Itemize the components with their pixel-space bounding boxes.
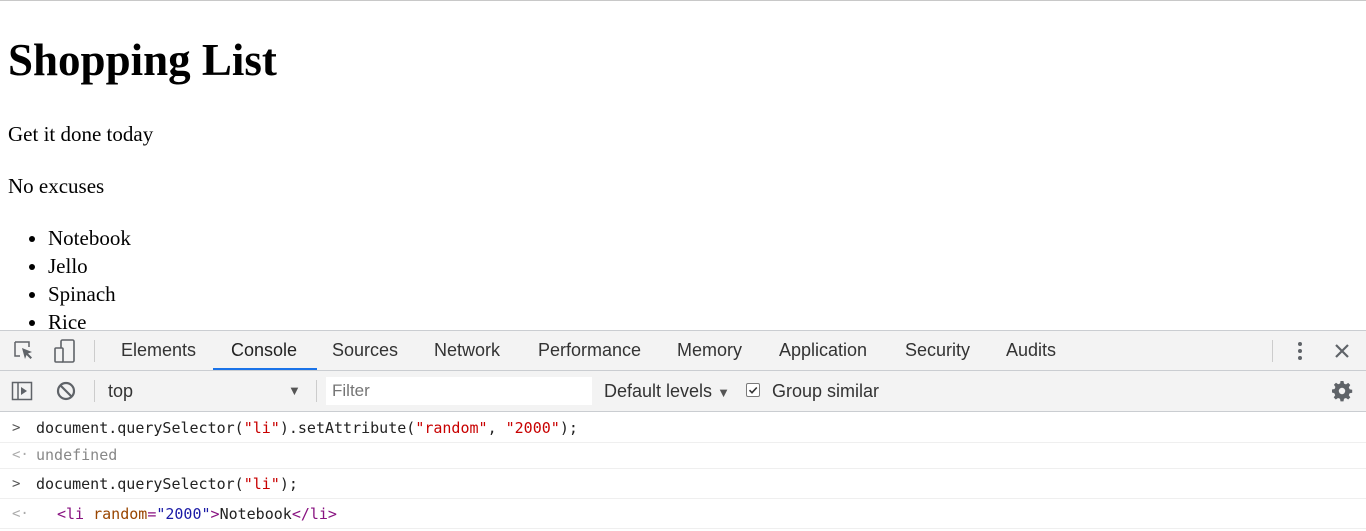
tab-audits[interactable]: Audits (1006, 340, 1057, 360)
tab-sources[interactable]: Sources (332, 340, 399, 360)
console-result: undefined (36, 446, 118, 464)
top-border (0, 0, 1366, 1)
inspect-element-icon[interactable] (12, 339, 36, 363)
console-result-line: <· undefined (0, 442, 1366, 469)
console-command[interactable]: document.querySelector("li").setAttribut… (36, 419, 578, 437)
console-result-line: <· <li random="2000">Notebook</li> (0, 500, 1366, 529)
more-options-icon[interactable] (1288, 339, 1312, 363)
group-similar-checkbox[interactable] (746, 383, 760, 397)
close-icon[interactable] (1330, 339, 1354, 363)
console-input-line: > document.querySelector("li"); (0, 470, 1366, 499)
settings-icon[interactable] (1330, 379, 1354, 403)
element-node[interactable]: <li random="2000">Notebook</li> (57, 505, 337, 523)
toolbar-divider (94, 340, 95, 362)
device-toolbar-icon[interactable] (52, 338, 78, 364)
levels-dropdown-icon: ▼ (717, 385, 730, 400)
tab-network[interactable]: Network (434, 340, 501, 360)
group-similar-label[interactable]: Group similar (772, 381, 880, 401)
active-tab-indicator (213, 368, 317, 370)
paragraph-2: No excuses (8, 174, 105, 198)
tab-application[interactable]: Application (779, 340, 868, 360)
paragraph-1: Get it done today (8, 122, 154, 146)
console-input-line: > document.querySelector("li").setAttrib… (0, 414, 1366, 443)
tab-memory[interactable]: Memory (677, 340, 743, 360)
tab-performance[interactable]: Performance (538, 340, 642, 360)
shopping-list: Notebook Jello Spinach Rice (8, 224, 131, 330)
toolbar-divider (316, 380, 317, 402)
console-toolbar: top ▼ Default levels ▼ Group similar (0, 371, 1366, 412)
list-item: Notebook (48, 224, 131, 252)
log-levels-label: Default levels (604, 381, 713, 401)
log-levels-dropdown[interactable]: Default levels ▼ (604, 371, 730, 411)
devtools-panel: Elements Console Sources Network Perform… (0, 330, 1366, 531)
list-item: Spinach (48, 280, 131, 308)
console-output: > document.querySelector("li").setAttrib… (0, 412, 1366, 531)
web-page: Shopping List Get it done today No excus… (0, 0, 1366, 330)
result-arrow-icon: <· (12, 447, 29, 463)
list-item: Jello (48, 252, 131, 280)
result-arrow-icon: <· (12, 506, 29, 522)
clear-console-icon[interactable] (54, 379, 78, 403)
input-prompt-icon: > (12, 476, 21, 492)
context-dropdown-icon[interactable]: ▼ (288, 383, 301, 398)
show-sidebar-icon[interactable] (10, 379, 34, 403)
toolbar-divider (1272, 340, 1273, 362)
tab-security[interactable]: Security (905, 340, 971, 360)
tab-elements[interactable]: Elements (121, 340, 197, 360)
filter-input[interactable] (326, 377, 592, 405)
input-prompt-icon: > (12, 420, 21, 436)
console-command[interactable]: document.querySelector("li"); (36, 475, 298, 493)
page-heading: Shopping List (8, 35, 277, 85)
context-selector[interactable]: top (108, 381, 134, 401)
tab-console[interactable]: Console (231, 340, 298, 360)
devtools-tab-bar: Elements Console Sources Network Perform… (0, 331, 1366, 371)
list-item: Rice (48, 308, 131, 330)
toolbar-divider (94, 380, 95, 402)
